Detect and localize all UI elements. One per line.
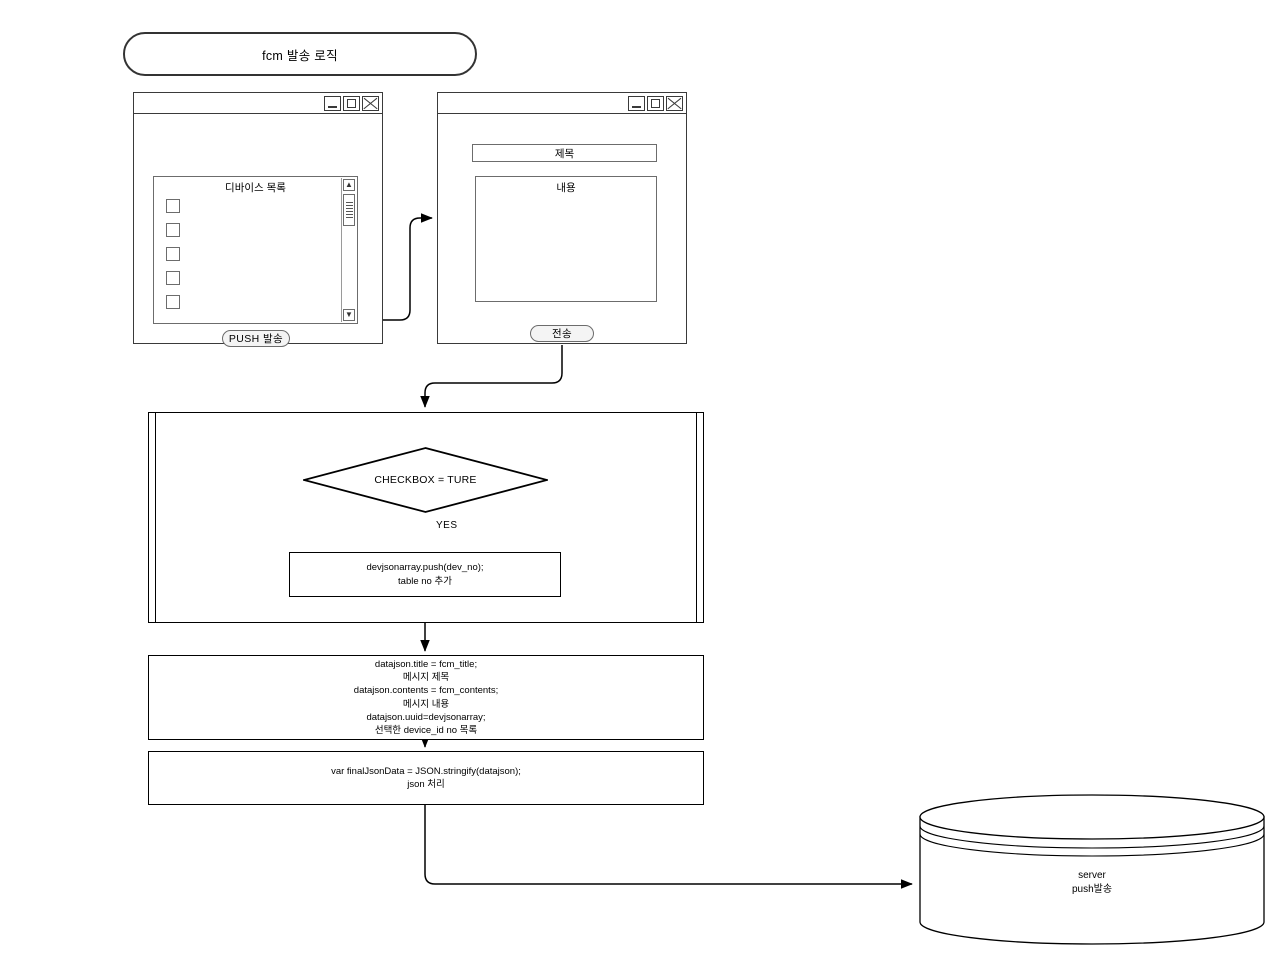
send-button[interactable]: 전송 bbox=[530, 325, 594, 342]
decision-label: CHECKBOX = TURE bbox=[374, 474, 477, 486]
maximize-icon[interactable] bbox=[343, 95, 360, 111]
close-icon[interactable] bbox=[362, 95, 379, 111]
window-body: 제목 내용 전송 bbox=[438, 114, 686, 344]
edge-compose-to-loop bbox=[420, 345, 563, 408]
message-content-textarea[interactable]: 내용 bbox=[475, 176, 657, 302]
diagram-title-text: fcm 발송 로직 bbox=[262, 48, 338, 63]
device-checkbox[interactable] bbox=[166, 295, 180, 309]
device-list-scrollbar[interactable]: ▲ ▼ bbox=[341, 178, 356, 322]
device-list-box[interactable]: 디바이스 목록 ▲ ▼ bbox=[153, 176, 358, 324]
process-json-stringify-text: var finalJsonData = JSON.stringify(dataj… bbox=[331, 765, 521, 790]
device-checkbox[interactable] bbox=[166, 271, 180, 285]
message-title-input[interactable]: 제목 bbox=[472, 144, 657, 162]
database-label: server push발송 bbox=[1071, 870, 1113, 895]
close-icon[interactable] bbox=[666, 95, 683, 111]
minimize-icon[interactable] bbox=[628, 95, 645, 111]
maximize-icon[interactable] bbox=[647, 95, 664, 111]
database-server-push: server push발송 bbox=[918, 793, 1266, 946]
decision-checkbox-true: CHECKBOX = TURE bbox=[303, 447, 548, 513]
device-list-caption: 디바이스 목록 bbox=[225, 182, 286, 194]
window-titlebar bbox=[438, 93, 686, 114]
process-build-datajson: datajson.title = fcm_title; 메시지 제목 dataj… bbox=[148, 655, 704, 740]
process-json-stringify: var finalJsonData = JSON.stringify(dataj… bbox=[148, 751, 704, 805]
window-device-list: 디바이스 목록 ▲ ▼ PUSH 발송 bbox=[133, 92, 383, 347]
process-push-device-no: devjsonarray.push(dev_no); table no 추가 bbox=[289, 552, 561, 597]
push-send-button[interactable]: PUSH 발송 bbox=[222, 330, 290, 347]
device-checkbox[interactable] bbox=[166, 223, 180, 237]
device-checkbox-group bbox=[166, 199, 180, 309]
device-checkbox[interactable] bbox=[166, 199, 180, 213]
branch-label-yes: YES bbox=[436, 520, 458, 531]
device-checkbox[interactable] bbox=[166, 247, 180, 261]
diagram-title: fcm 발송 로직 bbox=[123, 32, 477, 76]
window-body: 디바이스 목록 ▲ ▼ PUSH 발송 bbox=[134, 114, 382, 347]
minimize-icon[interactable] bbox=[324, 95, 341, 111]
process-push-device-no-text: devjsonarray.push(dev_no); table no 추가 bbox=[366, 562, 484, 587]
scrollbar-thumb[interactable] bbox=[343, 194, 355, 226]
edge-stringify-to-server bbox=[424, 805, 913, 889]
process-build-datajson-text: datajson.title = fcm_title; 메시지 제목 dataj… bbox=[353, 659, 499, 736]
window-compose-message: 제목 내용 전송 bbox=[437, 92, 687, 344]
scroll-up-icon[interactable]: ▲ bbox=[343, 179, 355, 191]
scroll-down-icon[interactable]: ▼ bbox=[343, 309, 355, 321]
window-titlebar bbox=[134, 93, 382, 114]
